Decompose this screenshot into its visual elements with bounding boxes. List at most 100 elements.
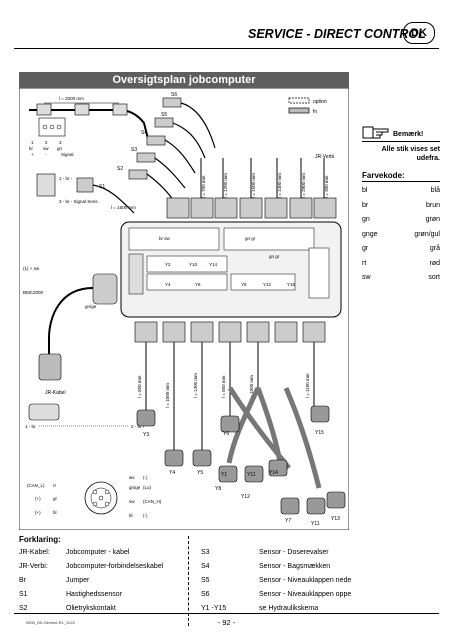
wiring-diagram-svg: option fn l = 2000 mm 1 2 3 br sw gn + -…	[18, 87, 350, 531]
label-jr-kabel: JR-Kabel	[45, 390, 66, 396]
svg-text:Y13: Y13	[331, 516, 340, 522]
svg-text:bl: bl	[129, 513, 133, 518]
svg-text:3 - br - Signal Sens.: 3 - br - Signal Sens.	[59, 199, 99, 204]
svg-text:Y2: Y2	[165, 262, 171, 267]
label-s2: S2	[117, 166, 123, 172]
svg-text:l = 1000 mm: l = 1000 mm	[249, 375, 254, 400]
svg-text:(+): (+)	[35, 496, 41, 501]
svg-text:gn: gn	[57, 146, 63, 151]
label-s5: S5	[161, 112, 167, 118]
svg-text:Y6: Y6	[195, 282, 201, 287]
sensor-s1: S1 1 - br - 3 - br - Signal Sens. l = 16…	[36, 173, 136, 214]
svg-text:l = 1300 mm: l = 1300 mm	[193, 373, 198, 398]
svg-text:l = 700 mm: l = 700 mm	[201, 175, 206, 198]
valve-plugs: Y3 Y4 Y5 Y6 Y15 Y1 Y8 Y11 Y12 Y14 Y7 Y11…	[136, 405, 346, 527]
svg-text:l = 1400 mm: l = 1400 mm	[277, 173, 282, 198]
line-type-legend: option fn	[288, 97, 327, 115]
wiring-diagram: option fn l = 2000 mm 1 2 3 br sw gn + -…	[18, 87, 350, 531]
svg-text:Y3: Y3	[143, 432, 149, 438]
svg-text:gn gr: gn gr	[269, 254, 280, 259]
svg-text:(CAN_H): (CAN_H)	[143, 499, 162, 504]
svg-text:2 - bl +: 2 - bl +	[131, 424, 145, 429]
svg-text:Y7: Y7	[285, 518, 291, 524]
note-text: Alle stik vises set udefra.	[381, 146, 440, 162]
label-s6: S6	[171, 92, 177, 98]
top-cable-runs: l = 700 mm l = 1200 mm l = 1500 mm l = 1…	[200, 154, 334, 200]
svg-text:l = 1200 mm: l = 1200 mm	[223, 173, 228, 198]
note-divider	[362, 141, 440, 142]
svg-text:1 - br -: 1 - br -	[59, 176, 73, 181]
svg-text:Y5: Y5	[197, 470, 203, 476]
svg-text:3: 3	[59, 140, 62, 145]
svg-text:Y1: Y1	[221, 472, 227, 478]
svg-text:(-): (-)	[143, 513, 148, 518]
pointing-hand-icon	[362, 126, 389, 139]
legend-option: option	[313, 99, 327, 105]
legend-divider	[188, 536, 189, 626]
svg-text:Y6: Y6	[223, 431, 229, 437]
svg-text:br sw: br sw	[159, 236, 171, 241]
legend-left-column: JR-Kabel:Jobcomputer - kabel JR-Verbi:Jo…	[19, 546, 163, 616]
svg-text:l = 1000 mm: l = 1000 mm	[165, 383, 170, 408]
color-code-title: Farvekode:	[362, 171, 405, 180]
svg-text:l = 2800 mm: l = 2800 mm	[301, 173, 306, 198]
svg-text:ws: ws	[129, 475, 135, 480]
page-header-title: SERVICE - DIRECT CONTROL	[248, 27, 426, 41]
svg-text:(Lu): (Lu)	[143, 485, 152, 490]
svg-text:(CAN_L): (CAN_L)	[27, 483, 45, 488]
svg-text:Y4: Y4	[169, 470, 175, 476]
language-badge: DK	[403, 22, 435, 44]
svg-text:rt: rt	[53, 483, 56, 488]
svg-text:sw: sw	[129, 499, 135, 504]
svg-text:1: 1	[31, 140, 34, 145]
diagram-title: Oversigtsplan jobcomputer	[19, 72, 349, 88]
svg-text:(1) + sw: (1) + sw	[23, 266, 40, 271]
svg-text:Y12: Y12	[263, 282, 272, 287]
svg-text:1 - br: 1 - br	[25, 424, 36, 429]
top-connector-row	[166, 197, 337, 219]
svg-text:l = 1500 mm: l = 1500 mm	[251, 173, 256, 198]
color-code-divider	[362, 181, 440, 182]
svg-text:Y4: Y4	[165, 282, 171, 287]
svg-text:Y11: Y11	[247, 472, 256, 478]
svg-text:-: -	[45, 152, 47, 157]
svg-text:BMC2000: BMC2000	[23, 290, 44, 295]
svg-text:Y10: Y10	[189, 262, 198, 267]
job-computer-box: Y2 Y10 Y14 Y4 Y6 Y8 Y12 Y15 br sw gn gr …	[120, 221, 342, 318]
svg-text:(+): (+)	[35, 510, 41, 515]
svg-text:Y14: Y14	[209, 262, 218, 267]
svg-text:br: br	[29, 146, 34, 151]
svg-text:Y14: Y14	[269, 470, 278, 476]
svg-text:Y8: Y8	[241, 282, 247, 287]
label-s3: S3	[131, 147, 137, 153]
svg-text:l = 1100 mm: l = 1100 mm	[305, 373, 310, 398]
label-s1: S1	[99, 184, 105, 190]
svg-text:gn/ge: gn/ge	[85, 304, 97, 309]
svg-text:l = 1600 mm: l = 1600 mm	[111, 205, 136, 210]
svg-text:gr: gr	[53, 496, 58, 501]
legend-title: Forklaring:	[19, 535, 61, 544]
svg-text:Y15: Y15	[315, 430, 324, 436]
page-number: - 92 -	[217, 618, 236, 627]
footer-divider	[14, 613, 439, 614]
svg-text:+: +	[31, 152, 34, 157]
jr-kabel-top: l = 2000 mm	[29, 96, 150, 144]
sensor-connectors: S6 S5 S4 S3 S2	[117, 92, 216, 204]
svg-text:gn/ge: gn/ge	[129, 485, 141, 490]
jr-kabel-bottom: (1) + sw BMC2000 gn/ge JR-Kabel 1 - br 2…	[23, 266, 145, 429]
svg-text:Y15: Y15	[287, 282, 296, 287]
svg-text:sw: sw	[43, 146, 49, 151]
legend-row: JR-Verbi:Jobcomputer-forbindelseskabel	[19, 563, 164, 570]
